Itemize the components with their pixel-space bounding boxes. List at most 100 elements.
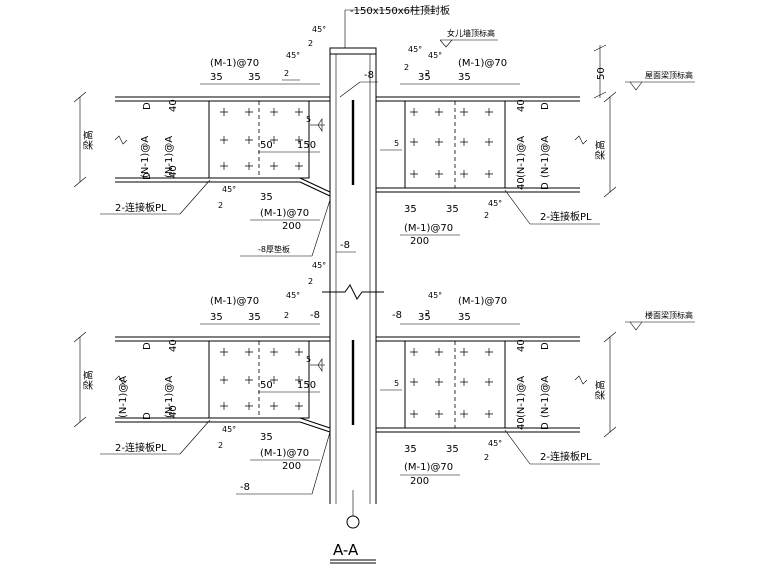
svg-text:2: 2 xyxy=(425,309,430,318)
svg-text:(M-1)@70: (M-1)@70 xyxy=(458,58,507,69)
splice-plate-label-upper-right: 2-连接板PL xyxy=(540,210,592,223)
floor-beam-elevation-label: 楼面梁顶标高 xyxy=(645,310,693,320)
svg-text:5: 5 xyxy=(306,115,311,124)
svg-text:40: 40 xyxy=(516,417,527,430)
beam-height-right-lower: 梁高 xyxy=(594,380,607,400)
svg-text:40: 40 xyxy=(168,165,179,178)
svg-text:(M-1)@70: (M-1)@70 xyxy=(458,296,507,307)
svg-text:45°: 45° xyxy=(222,425,236,434)
svg-text:-8: -8 xyxy=(392,310,402,321)
svg-text:40: 40 xyxy=(168,405,179,418)
axis-circle xyxy=(346,515,360,529)
svg-text:-8: -8 xyxy=(240,482,250,493)
svg-text:2: 2 xyxy=(484,453,489,462)
svg-text:D: D xyxy=(540,342,551,350)
svg-text:40: 40 xyxy=(168,99,179,112)
svg-text:200: 200 xyxy=(410,476,429,487)
svg-text:35: 35 xyxy=(248,312,261,323)
svg-text:45°: 45° xyxy=(428,291,442,300)
svg-text:35: 35 xyxy=(248,72,261,83)
svg-text:5: 5 xyxy=(394,139,399,148)
splice-plate-label-upper-left: 2-连接板PL xyxy=(115,201,167,214)
svg-text:(N-1)@A: (N-1)@A xyxy=(118,376,129,418)
svg-text:35: 35 xyxy=(446,444,459,455)
svg-text:35: 35 xyxy=(260,432,273,443)
svg-text:2: 2 xyxy=(484,211,489,220)
svg-text:35: 35 xyxy=(446,204,459,215)
upper-connection: 5 5 -8 150 50 梁高 (N-1)@A (N-1)@A D 40 D … xyxy=(73,25,617,260)
beam-height-left-upper: 梁高 xyxy=(82,130,95,150)
svg-text:150: 150 xyxy=(297,380,316,391)
svg-text:D: D xyxy=(540,422,551,430)
bolts-upper-right xyxy=(410,108,493,178)
svg-text:45°: 45° xyxy=(222,185,236,194)
svg-text:40: 40 xyxy=(516,99,527,112)
svg-text:45°: 45° xyxy=(286,291,300,300)
svg-text:40: 40 xyxy=(168,339,179,352)
dim-50-right: 50 xyxy=(596,67,607,80)
parapet-elevation-label: 女儿墙顶标高 xyxy=(447,28,495,38)
section-title: A-A xyxy=(333,541,359,559)
svg-text:(M-1)@70: (M-1)@70 xyxy=(260,448,309,459)
bolts-lower-left xyxy=(220,348,303,410)
svg-text:D: D xyxy=(142,342,153,350)
svg-text:35: 35 xyxy=(404,444,417,455)
svg-text:35: 35 xyxy=(404,204,417,215)
roof-beam-elevation-label: 屋面梁顶标高 xyxy=(645,70,693,80)
svg-text:(N-1)@A: (N-1)@A xyxy=(516,376,527,418)
splice-plate-label-lower-right: 2-连接板PL xyxy=(540,450,592,463)
svg-text:(N-1)@A: (N-1)@A xyxy=(140,136,151,178)
svg-text:35: 35 xyxy=(210,72,223,83)
svg-text:45°: 45° xyxy=(312,25,326,34)
svg-text:35: 35 xyxy=(458,72,471,83)
svg-text:2: 2 xyxy=(308,39,313,48)
svg-text:2: 2 xyxy=(308,277,313,286)
svg-text:2: 2 xyxy=(218,441,223,450)
svg-text:D: D xyxy=(142,172,153,180)
svg-text:150: 150 xyxy=(297,140,316,151)
svg-text:50: 50 xyxy=(260,140,273,151)
top-cap-label: -150x150x6柱顶封板 xyxy=(350,4,450,17)
svg-text:45°: 45° xyxy=(428,51,442,60)
svg-text:5: 5 xyxy=(306,355,311,364)
svg-text:35: 35 xyxy=(210,312,223,323)
splice-plate-label-lower-left: 2-连接板PL xyxy=(115,441,167,454)
column-break-line xyxy=(322,284,384,300)
svg-text:40: 40 xyxy=(516,177,527,190)
svg-text:2: 2 xyxy=(404,63,409,72)
svg-text:200: 200 xyxy=(282,221,301,232)
beam-height-right-upper: 梁高 xyxy=(594,140,607,160)
svg-text:(M-1)@70: (M-1)@70 xyxy=(210,58,259,69)
svg-text:35: 35 xyxy=(418,312,431,323)
lower-connection: 5 5 -8 -8 150 50 梁高 (N-1)@A (N-1)@A D 40… xyxy=(73,261,617,495)
svg-text:(N-1)@A: (N-1)@A xyxy=(540,376,551,418)
svg-text:2: 2 xyxy=(425,69,430,78)
svg-text:(N-1)@A: (N-1)@A xyxy=(164,376,175,418)
svg-text:2: 2 xyxy=(218,201,223,210)
svg-text:(M-1)@70: (M-1)@70 xyxy=(404,462,453,473)
svg-text:D: D xyxy=(142,102,153,110)
svg-text:200: 200 xyxy=(282,461,301,472)
svg-text:2: 2 xyxy=(284,311,289,320)
svg-text:50: 50 xyxy=(260,380,273,391)
svg-text:2: 2 xyxy=(284,69,289,78)
svg-text:(N-1)@A: (N-1)@A xyxy=(540,136,551,178)
svg-text:45°: 45° xyxy=(408,45,422,54)
svg-text:(M-1)@70: (M-1)@70 xyxy=(210,296,259,307)
column xyxy=(322,47,384,529)
svg-text:35: 35 xyxy=(418,72,431,83)
stiffener-label: -8厚垫板 xyxy=(258,244,290,254)
svg-text:200: 200 xyxy=(410,236,429,247)
svg-text:45°: 45° xyxy=(312,261,326,270)
svg-text:(M-1)@70: (M-1)@70 xyxy=(404,223,453,234)
column-top-cap-plate xyxy=(329,47,377,55)
svg-text:45°: 45° xyxy=(488,439,502,448)
svg-text:(M-1)@70: (M-1)@70 xyxy=(260,208,309,219)
bolts-upper-left xyxy=(220,108,303,170)
svg-text:45°: 45° xyxy=(488,199,502,208)
svg-text:D: D xyxy=(540,182,551,190)
svg-text:45°: 45° xyxy=(286,51,300,60)
svg-text:35: 35 xyxy=(458,312,471,323)
svg-text:(N-1)@A: (N-1)@A xyxy=(516,136,527,178)
